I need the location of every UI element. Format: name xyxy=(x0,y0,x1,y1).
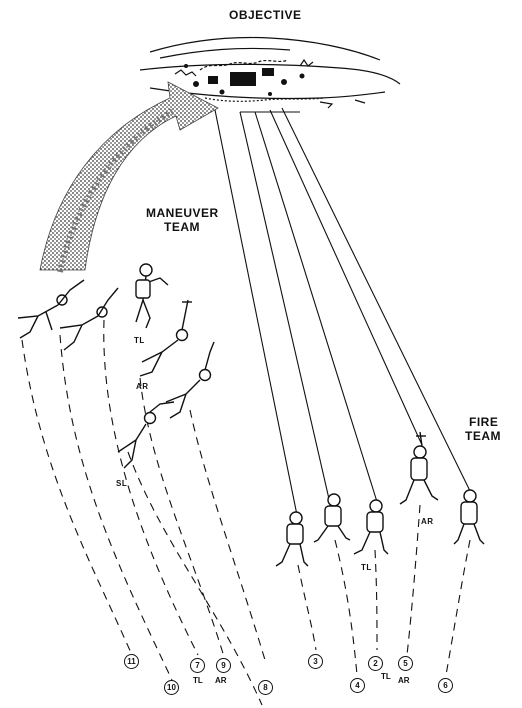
maneuver-team-line1: MANEUVER xyxy=(146,206,219,220)
position-marker: 9 xyxy=(216,658,231,673)
soldier-2-tl xyxy=(354,500,388,554)
tag-ar: AR xyxy=(136,382,149,391)
position-sub: TL xyxy=(381,672,391,681)
position-sub: AR xyxy=(215,676,227,685)
position-sub: TL xyxy=(193,676,203,685)
fire-team-label: FIRE TEAM xyxy=(465,415,501,443)
fire-paths xyxy=(298,505,470,675)
position-sub: AR xyxy=(398,676,410,685)
fire-lines xyxy=(215,108,472,520)
position-marker: 10 xyxy=(164,680,179,695)
fire-soldiers xyxy=(276,432,484,566)
tag-fire-ar: AR xyxy=(421,517,434,526)
position-marker: 5 xyxy=(398,656,413,671)
position-marker: 8 xyxy=(258,680,273,695)
soldier-6 xyxy=(454,490,484,544)
fire-team-line2: TEAM xyxy=(465,429,501,443)
objective-label: OBJECTIVE xyxy=(229,8,302,22)
soldier-3 xyxy=(276,512,308,566)
fire-team-line1: FIRE xyxy=(465,415,501,429)
position-marker: 6 xyxy=(438,678,453,693)
position-marker: 11 xyxy=(124,654,139,669)
soldier-5-ar xyxy=(400,432,438,504)
soldier-4 xyxy=(314,494,350,542)
soldier-10 xyxy=(60,288,118,350)
maneuver-team-line2: TEAM xyxy=(146,220,219,234)
maneuver-team-label: MANEUVER TEAM xyxy=(146,206,219,234)
position-marker: 2 xyxy=(368,656,383,671)
position-marker: 3 xyxy=(308,654,323,669)
soldier-8 xyxy=(166,342,214,418)
maneuver-paths xyxy=(22,320,265,705)
position-marker: 4 xyxy=(350,678,365,693)
position-marker: 7 xyxy=(190,658,205,673)
tag-fire-tl: TL xyxy=(361,563,372,572)
soldier-7-tl xyxy=(136,264,168,328)
tag-tl: TL xyxy=(134,336,145,345)
soldier-sl xyxy=(118,402,174,468)
soldier-11 xyxy=(18,280,84,338)
tag-sl: SL xyxy=(116,479,127,488)
